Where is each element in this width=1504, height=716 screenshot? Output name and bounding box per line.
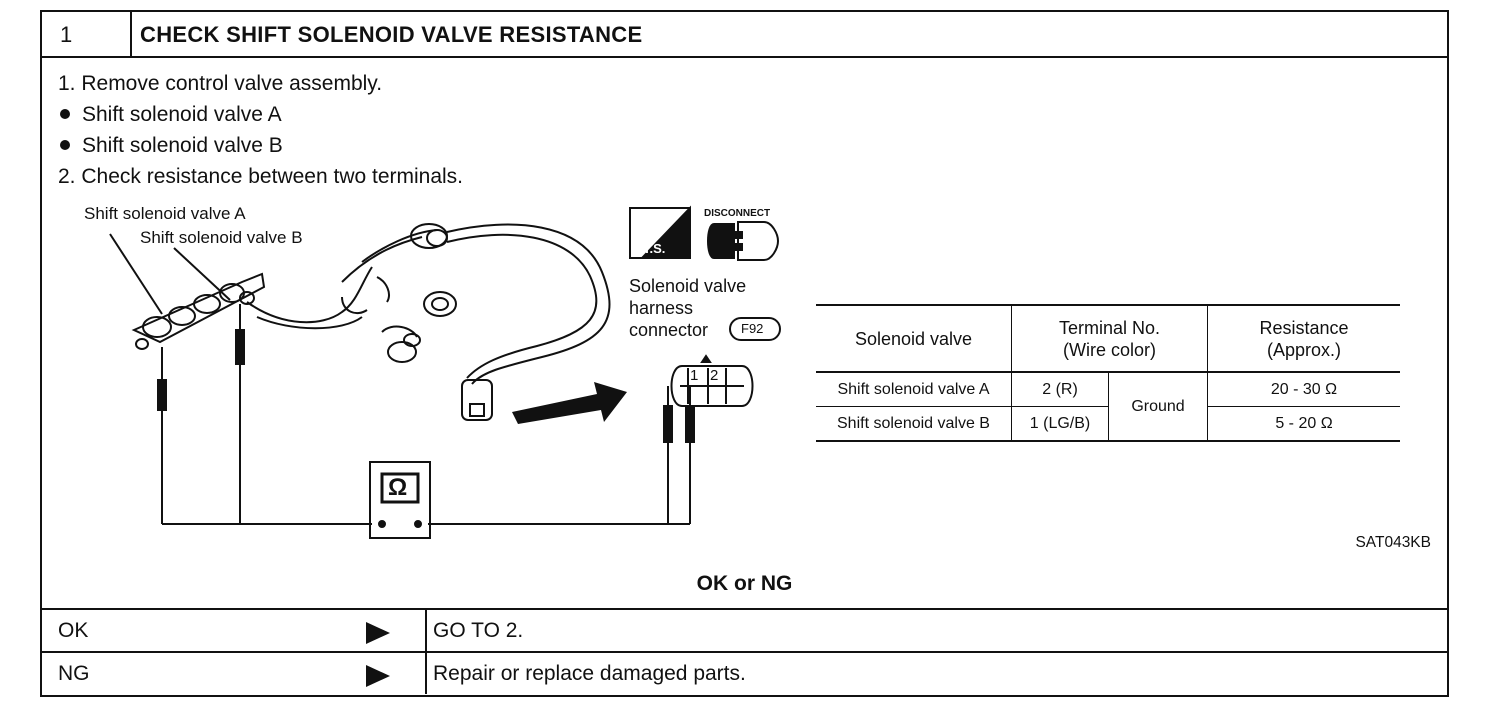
spec-ground: Ground — [1108, 372, 1208, 442]
instruction-list: 1. Remove control valve assembly. Shift … — [58, 68, 463, 192]
instruction-step-2: 2. Check resistance between two terminal… — [58, 165, 464, 188]
spec-terminal-a: 2 (R) — [1011, 372, 1109, 407]
harness-long-wire — [446, 223, 611, 385]
spec-row-a: Shift solenoid valve A 2 (R) Ground 20 -… — [816, 372, 1400, 442]
direction-arrow — [512, 382, 627, 424]
connector-face — [670, 365, 754, 407]
spec-header-terminal: Terminal No.(Wire color) — [1011, 305, 1208, 373]
spec-header-row: Solenoid valve Terminal No.(Wire color) … — [816, 305, 1400, 373]
bullet-text: Shift solenoid valve A — [82, 103, 282, 126]
bullet-icon — [60, 109, 70, 120]
solenoid-diagram — [109, 205, 781, 539]
spec-valve-a: Shift solenoid valve A — [816, 372, 1012, 407]
probe-2 — [685, 405, 695, 443]
bullet-text: Shift solenoid valve B — [82, 134, 283, 157]
probe-b — [235, 329, 245, 365]
procedure-frame: 1 CHECK SHIFT SOLENOID VALVE RESISTANCE … — [40, 10, 1449, 697]
probe-1 — [663, 405, 673, 443]
connector-code: F92 — [741, 321, 764, 336]
result-divider — [425, 610, 427, 651]
connector-label-2: harness — [629, 298, 694, 318]
result-key-ng: NG — [58, 662, 90, 685]
header-divider — [130, 12, 132, 56]
step-title: CHECK SHIFT SOLENOID VALVE RESISTANCE — [140, 22, 643, 47]
spec-header-terminal-line2: (Wire color) — [1063, 339, 1156, 360]
result-value-ok: GO TO 2. — [433, 619, 524, 642]
valve-block — [131, 272, 266, 344]
bullet-icon — [60, 140, 70, 151]
step-header: 1 CHECK SHIFT SOLENOID VALVE RESISTANCE — [42, 12, 1447, 58]
disconnect-label: DISCONNECT — [704, 208, 771, 219]
result-row-ok: OK GO TO 2. — [42, 608, 1447, 651]
instruction-bullet-b: Shift solenoid valve B — [58, 130, 463, 161]
result-key-ok: OK — [58, 619, 89, 642]
ok-or-ng-heading: OK or NG — [696, 572, 793, 595]
label-valve-a: Shift solenoid valve A — [84, 204, 246, 223]
spec-row-b: Shift solenoid valve B 1 (LG/B) 5 - 20 Ω — [816, 406, 1400, 442]
result-divider — [425, 653, 427, 694]
harness-plug — [461, 379, 493, 421]
probe-a — [157, 379, 167, 411]
spec-header-resistance-line2: (Approx.) — [1266, 339, 1342, 360]
terminal-2-label: 2 — [710, 367, 719, 384]
result-row-ng: NG Repair or replace damaged parts. — [42, 651, 1447, 694]
disconnect-icon — [707, 223, 735, 259]
instruction-bullet-a: Shift solenoid valve A — [58, 99, 463, 130]
result-value-ng: Repair or replace damaged parts. — [433, 662, 746, 685]
callout-line-b — [173, 247, 231, 301]
spec-header-resistance: Resistance(Approx.) — [1207, 305, 1400, 373]
spec-terminal-b: 1 (LG/B) — [1011, 406, 1109, 442]
label-valve-b: Shift solenoid valve B — [140, 228, 303, 247]
spec-resistance-a: 20 - 30 Ω — [1207, 372, 1400, 407]
step-number: 1 — [60, 22, 73, 47]
figure-code: SAT043KB — [1355, 534, 1431, 551]
instruction-step-1: 1. Remove control valve assembly. — [58, 72, 383, 95]
spec-resistance-b: 5 - 20 Ω — [1207, 406, 1400, 442]
ohm-symbol: Ω — [388, 474, 408, 501]
arrow-right-icon — [366, 622, 390, 644]
spec-header-valve: Solenoid valve — [816, 305, 1012, 373]
spec-valve-b: Shift solenoid valve B — [816, 406, 1012, 442]
connector-code-pill — [729, 317, 781, 341]
resistance-spec-table: Solenoid valve Terminal No.(Wire color) … — [816, 304, 1400, 442]
harness-wire-1 — [246, 266, 373, 324]
connector-label-3: connector — [629, 320, 709, 340]
spec-header-resistance-line1: Resistance — [1259, 317, 1349, 338]
terminal-1-label: 1 — [690, 367, 699, 384]
spec-header-terminal-line1: Terminal No. — [1058, 317, 1161, 338]
connector-label-1: Solenoid valve — [629, 276, 747, 296]
ts-label: T.S. — [643, 241, 666, 256]
arrow-right-icon — [366, 665, 390, 687]
ohmmeter — [369, 461, 431, 539]
callout-line-a — [109, 233, 163, 315]
